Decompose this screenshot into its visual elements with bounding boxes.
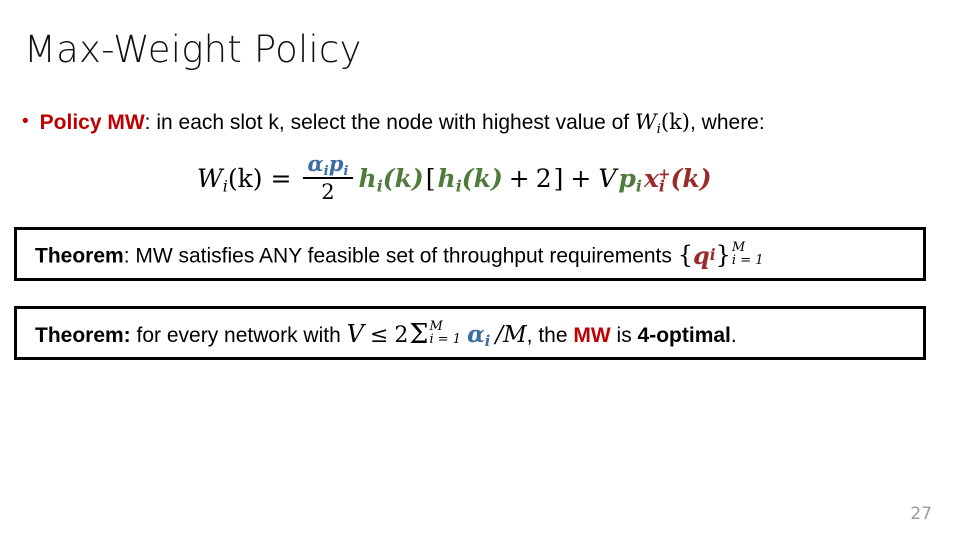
theorem-2-body-1: for every network with — [130, 323, 347, 347]
theorem-1-text: Theorem: MW satisfies ANY feasible set o… — [35, 240, 764, 269]
equation-lhs: Wi(k) — [197, 164, 263, 196]
math-arg-k: (k) — [660, 110, 690, 134]
theorem-2-conclusion: 4-optimal — [637, 323, 731, 347]
eq-h-sub: i — [376, 176, 383, 196]
eq-sub-i: i — [222, 176, 228, 196]
eq-term-h2: hi(k) — [437, 164, 503, 196]
eq-h-symbol: h — [358, 164, 377, 193]
set-brace-open: { — [677, 241, 694, 269]
theorem-2-keyword-mw: MW — [573, 323, 611, 347]
theorem-box-1: Theorem: MW satisfies ANY feasible set o… — [14, 227, 926, 281]
sum-upper-limit: M — [429, 318, 443, 334]
theorem-1-lead: Theorem — [35, 244, 124, 267]
bullet-tail: , where: — [690, 111, 765, 134]
eq-p-blue-sub: i — [343, 162, 349, 179]
bullet-text: Policy MW: in each slot k, select the no… — [39, 110, 765, 137]
theorem-2-body-3: is — [610, 323, 638, 347]
eq-h2-symbol: h — [437, 164, 456, 193]
eq-h2-sub: i — [455, 176, 462, 196]
page-title: Max-Weight Policy — [24, 28, 362, 71]
set-brace-close: } — [715, 241, 731, 269]
theorem-2-coefficient: 2 — [394, 322, 409, 348]
equals-sign: = — [270, 164, 292, 193]
summation-operator: Σ M i = 1 — [409, 319, 461, 350]
theorem-2-divide-M: /M — [495, 321, 527, 348]
page-number: 27 — [910, 504, 932, 524]
set-symbol-q: q — [693, 240, 710, 270]
eq-h-arg: (k) — [382, 164, 424, 193]
fraction-alpha-p-over-2: αipi 2 — [303, 151, 353, 204]
set-lower-limit: i = 1 — [731, 253, 764, 268]
set-limits: M i = 1 — [731, 239, 764, 268]
bullet-sentence: : in each slot k, select the node with h… — [144, 111, 635, 134]
eq-term-p-green: pi — [618, 164, 642, 196]
bullet-dot-icon: • — [22, 111, 29, 132]
keyword-policy-mw: Policy MW — [39, 111, 145, 134]
theorem-2-alpha: αi — [467, 320, 491, 350]
fraction-bar — [303, 177, 353, 179]
eq-x-sup-plus: + — [657, 164, 671, 183]
eq-x-arg: (k) — [670, 164, 712, 193]
bracket-close: ] — [553, 164, 564, 193]
eq-plus-1: + — [508, 164, 530, 193]
eq-x-sub: i — [658, 176, 665, 196]
math-symbol-W: W — [634, 110, 657, 134]
bracket-open: [ — [425, 164, 436, 193]
theorem-2-math-V: V — [346, 319, 364, 348]
fraction-numerator: αipi — [303, 151, 352, 177]
sigma-glyph: Σ — [409, 318, 429, 350]
alpha-sub-i: i — [484, 332, 491, 350]
theorem-2-leq: ≤ — [369, 322, 389, 348]
eq-p-symbol: p — [618, 164, 636, 193]
eq-plus-2: + — [570, 164, 592, 193]
eq-term-x-plus: xi+(k) — [643, 164, 712, 196]
eq-p-blue: p — [328, 151, 344, 176]
sum-lower-limit: i = 1 — [429, 332, 462, 347]
eq-symbol-W: W — [197, 164, 223, 193]
fraction-denominator: 2 — [321, 180, 335, 204]
eq-term-h1: hi(k) — [358, 164, 424, 196]
math-sub-i: i — [656, 121, 661, 137]
eq-alpha-sub: i — [323, 162, 329, 179]
eq-arg-k: (k) — [227, 164, 263, 193]
alpha-symbol: α — [467, 320, 485, 348]
theorem-2-body-2: , the — [526, 323, 574, 347]
inline-math-weight: Wi(k) — [634, 110, 690, 137]
theorem-1-body: : MW satisfies ANY feasible set of throu… — [123, 244, 678, 267]
eq-x-symbol: x — [643, 164, 659, 193]
eq-h2-arg: (k) — [461, 164, 503, 193]
eq-p-sub: i — [635, 176, 642, 196]
theorem-2-period: . — [730, 323, 737, 347]
eq-alpha: α — [307, 151, 324, 176]
sum-limits: M i = 1 — [429, 318, 462, 347]
eq-constant-two: 2 — [535, 164, 552, 193]
eq-term-V: V — [598, 164, 617, 193]
main-equation: Wi(k) = αipi 2 hi(k) [ hi(k) + 2 ] + V p… — [196, 151, 713, 205]
set-upper-limit: M — [731, 239, 746, 255]
theorem-2-lead: Theorem: — [35, 323, 131, 347]
bullet-policy-mw: • Policy MW: in each slot k, select the … — [22, 110, 765, 137]
